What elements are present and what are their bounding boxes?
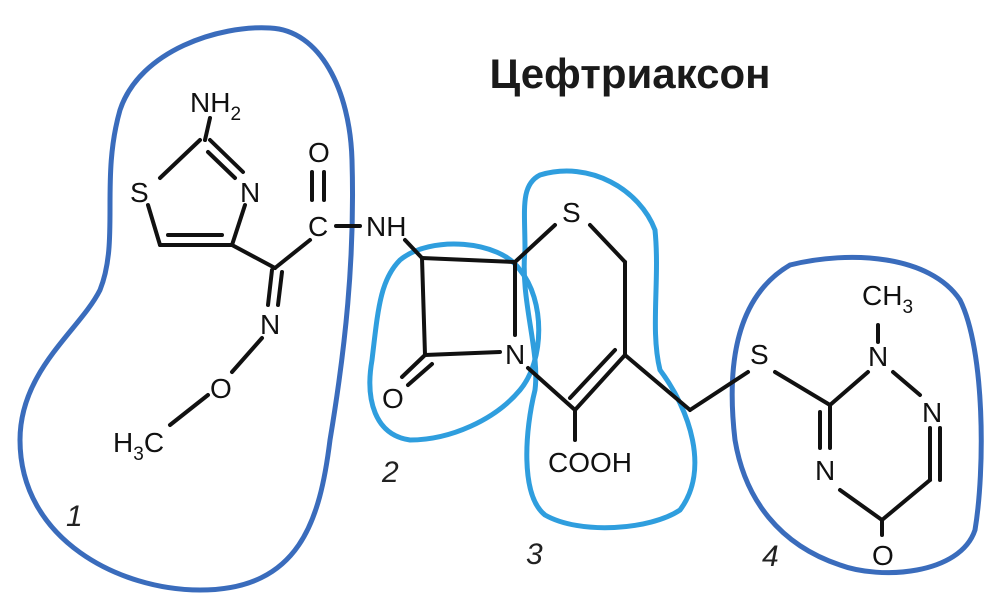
cooh-label: COOH <box>548 447 632 478</box>
atom-labels: NH2 S N O C NH N O H3C N O S COOH S CH3 … <box>113 87 942 571</box>
atom-s: S <box>130 177 149 208</box>
region-1-number: 1 <box>66 500 83 533</box>
nh2-label: NH2 <box>190 87 241 125</box>
region-3-number: 3 <box>526 538 543 571</box>
atom-o: O <box>872 540 894 571</box>
atom-c: C <box>308 211 328 242</box>
region-4-number: 4 <box>762 540 779 573</box>
atom-n: N <box>922 397 942 428</box>
region-2-outline <box>367 241 542 443</box>
atom-o: O <box>382 383 404 414</box>
h3c-label: H3C <box>113 427 164 465</box>
ch3-label: CH3 <box>862 280 913 318</box>
atom-n: N <box>260 309 280 340</box>
region-4-outline <box>729 254 984 576</box>
region-2-number: 2 <box>381 456 399 489</box>
atom-s: S <box>562 197 581 228</box>
atom-o: O <box>210 373 232 404</box>
atom-n: N <box>505 339 525 370</box>
region-3-outline <box>521 168 698 531</box>
region-1-outline <box>17 25 356 593</box>
atom-o: O <box>308 137 330 168</box>
atom-nh: NH <box>366 211 406 242</box>
atom-n: N <box>240 177 260 208</box>
atom-s: S <box>750 339 769 370</box>
atom-n: N <box>868 341 888 372</box>
title: Цефтриаксон <box>490 50 771 97</box>
bonds <box>146 116 942 537</box>
atom-n: N <box>815 455 835 486</box>
